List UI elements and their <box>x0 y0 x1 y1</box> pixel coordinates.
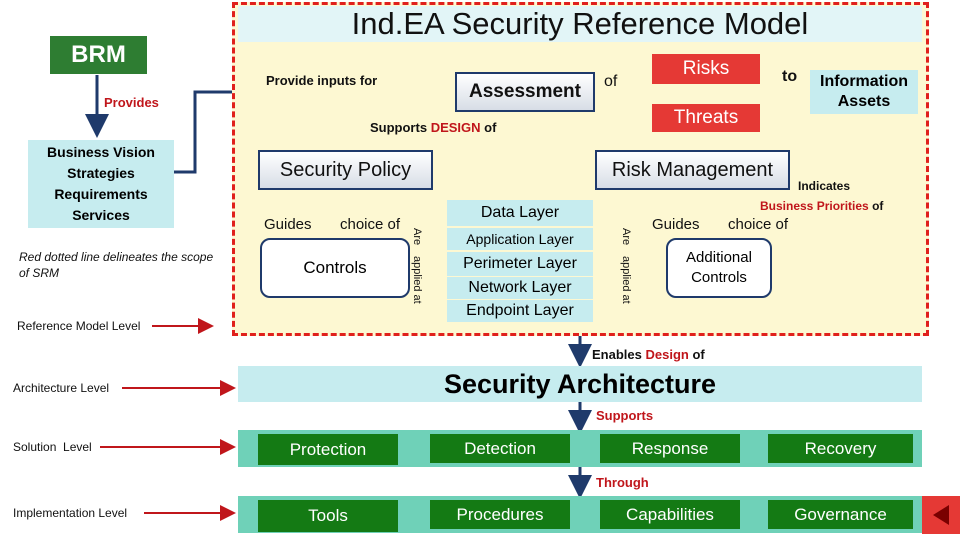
enables-design-label: Enables Design of <box>592 347 705 362</box>
recovery-box: Recovery <box>768 434 913 463</box>
guides-label-left: Guides <box>264 216 312 233</box>
protection-box: Protection <box>258 434 398 465</box>
to-label: to <box>782 68 798 85</box>
information-assets-line: Assets <box>837 93 891 110</box>
business-vision-box: Business Vision Strategies Requirements … <box>28 140 174 228</box>
application-layer-box: Application Layer <box>447 228 593 250</box>
guides-label-right: Guides <box>652 216 700 233</box>
procedures-box: Procedures <box>430 500 570 529</box>
risks-box: Risks <box>652 54 760 84</box>
choice-of-label-left: choice of <box>340 216 401 233</box>
scope-note: Red dotted line delineates the scope of … <box>19 250 214 280</box>
triangle-left-icon <box>933 505 949 525</box>
business-vision-line: Requirements <box>54 186 148 202</box>
applied-at-word: applied at <box>411 256 423 304</box>
enables-design-prefix: Enables <box>592 347 642 362</box>
information-assets-line: Information <box>820 73 908 90</box>
business-priorities-word: Business Priorities <box>760 199 869 213</box>
level-implementation: Implementation Level <box>13 506 128 520</box>
supports-design-label: Supports DESIGN of <box>370 120 496 135</box>
indicates-label: Indicates <box>798 179 851 193</box>
assessment-box: Assessment <box>455 72 595 112</box>
security-policy-box: Security Policy <box>258 150 433 190</box>
brm-badge: BRM <box>50 36 147 74</box>
controls-box: Controls <box>260 238 410 298</box>
supports-design-word: DESIGN <box>430 120 481 135</box>
business-vision-line: Strategies <box>67 165 135 181</box>
threats-box: Threats <box>652 104 760 132</box>
provide-inputs-label: Provide inputs for <box>266 73 378 88</box>
additional-controls-box: Additional Controls <box>666 238 772 298</box>
level-architecture: Architecture Level <box>13 381 110 395</box>
are-word: Are <box>411 228 423 246</box>
provides-label: Provides <box>104 95 159 110</box>
are-applied-at-left: Are applied at <box>411 228 423 304</box>
business-vision-line: Services <box>72 207 130 223</box>
of-label: of <box>604 73 618 90</box>
perimeter-layer-box: Perimeter Layer <box>447 252 593 276</box>
capabilities-box: Capabilities <box>600 500 740 529</box>
governance-box: Governance <box>768 500 913 529</box>
information-assets-box: Information Assets <box>810 70 918 114</box>
security-architecture-band: Security Architecture <box>238 366 922 402</box>
are-word: Are <box>620 228 632 246</box>
previous-slide-button[interactable] <box>922 496 960 534</box>
through-label: Through <box>596 475 649 490</box>
detection-box: Detection <box>430 434 570 463</box>
applied-at-word: applied at <box>620 256 632 304</box>
level-solution: Solution Level <box>13 440 92 454</box>
response-box: Response <box>600 434 740 463</box>
enables-design-word: Design <box>645 347 689 362</box>
business-vision-line: Business Vision <box>47 144 155 160</box>
enables-design-suffix: of <box>692 347 705 362</box>
endpoint-layer-box: Endpoint Layer <box>447 300 593 322</box>
are-applied-at-right: Are applied at <box>620 228 632 304</box>
business-priorities-of: of <box>872 199 884 213</box>
risk-management-box: Risk Management <box>595 150 790 190</box>
additional-controls-line: Additional <box>686 249 752 266</box>
additional-controls-line: Controls <box>691 269 747 286</box>
page-title: Ind.EA Security Reference Model <box>238 6 922 42</box>
network-layer-box: Network Layer <box>447 277 593 299</box>
supports-label: Supports <box>596 408 654 423</box>
data-layer-box: Data Layer <box>447 200 593 226</box>
choice-of-label-right: choice of <box>728 216 789 233</box>
business-priorities-label: Business Priorities of <box>760 199 883 213</box>
supports-design-prefix: Supports <box>370 120 428 135</box>
level-reference-model: Reference Model Level <box>17 319 141 333</box>
tools-box: Tools <box>258 500 398 532</box>
supports-design-suffix: of <box>484 120 497 135</box>
